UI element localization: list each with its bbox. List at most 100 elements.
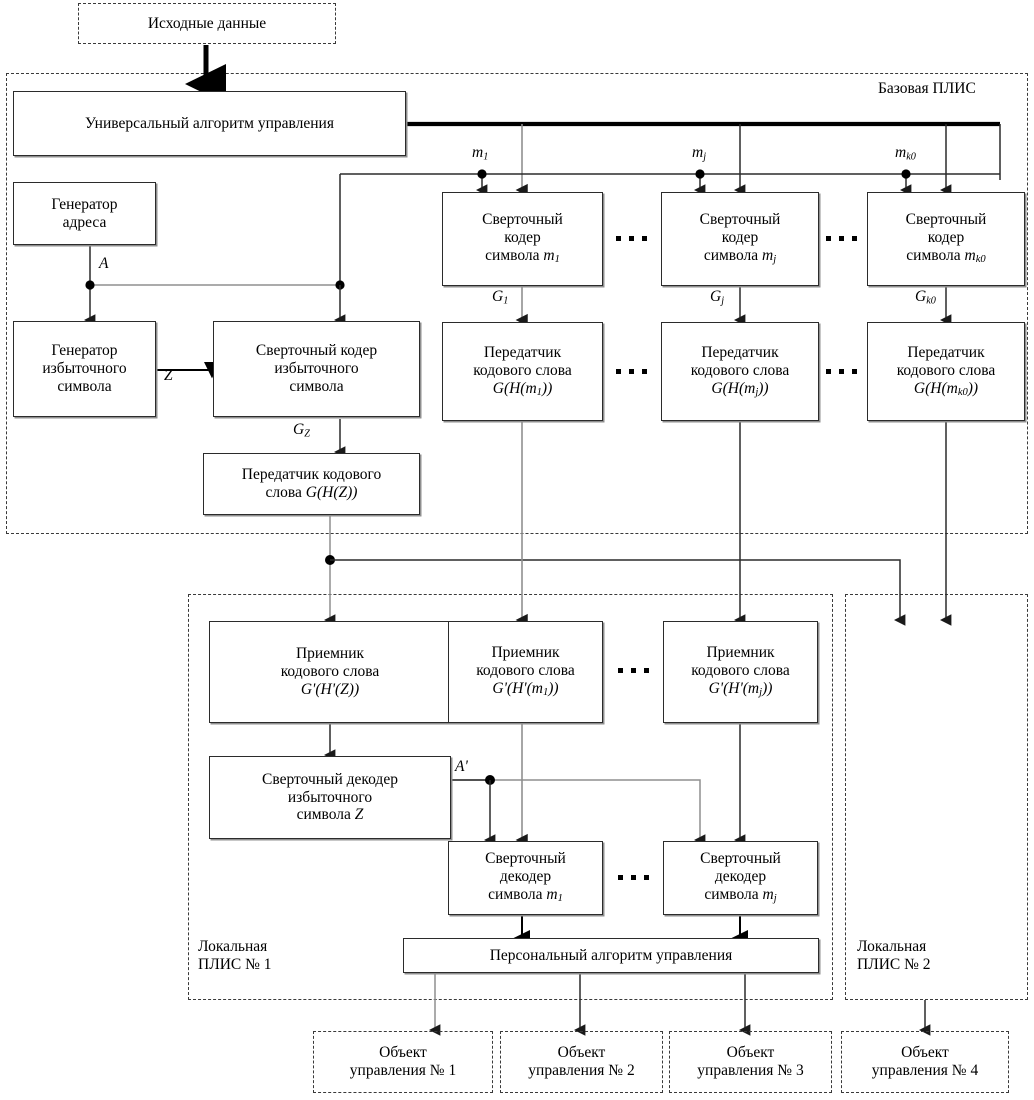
conv-decoder-1-line2: декодер [499, 868, 552, 886]
ellipsis-transmitters-left [616, 369, 647, 374]
transmitter-z-line2: слова G(H(Z)) [265, 484, 358, 501]
receiver-mj-line1: Приемник [706, 644, 775, 662]
conv-encoder-1-line2: кодер [504, 229, 541, 247]
transmitter-m1-formula: G(H(m1)) [492, 379, 553, 398]
signal-label-Z: Z [164, 367, 173, 384]
node-source-data[interactable]: Исходные данные [78, 3, 336, 44]
signal-label-Gk0: Gk0 [915, 288, 936, 307]
conv-encoder-1-line1: Сверточный [482, 211, 563, 229]
conv-encoder-k0-line2: кодер [927, 229, 965, 247]
redundant-encoder-line2: избыточного [274, 360, 359, 378]
ellipsis-receivers [618, 668, 649, 673]
node-redundant-symbol-generator[interactable]: Генератор избыточного символа [13, 321, 156, 417]
transmitter-mk0-formula: G(H(mk0)) [913, 379, 979, 398]
region-base-fpga [6, 73, 1028, 534]
node-universal-algorithm[interactable]: Универсальный алгоритм управления [13, 91, 406, 156]
redundant-generator-line1: Генератор [51, 342, 118, 360]
ellipsis-encoders-right [826, 236, 857, 241]
redundant-encoder-line1: Сверточный кодер [255, 342, 378, 360]
signal-label-G1: G1 [492, 288, 509, 307]
redundant-generator-line2: избыточного [42, 360, 127, 378]
ellipsis-encoders-left [616, 236, 647, 241]
redundant-decoder-line1: Сверточный декодер [262, 770, 398, 788]
node-control-object-3[interactable]: Объект управления № 3 [669, 1031, 832, 1093]
node-conv-decoder-j[interactable]: Сверточный декодер символа mj [663, 841, 818, 915]
node-transmitter-m1[interactable]: Передатчик кодового слова G(H(m1)) [442, 322, 603, 421]
region-base-fpga-label: Базовая ПЛИС [878, 80, 976, 97]
transmitter-mj-formula: G(H(mj)) [711, 379, 769, 398]
transmitter-mk0-line2: кодового слова [896, 361, 996, 379]
node-receiver-m1[interactable]: Приемник кодового слова G'(H'(m1)) [448, 621, 603, 723]
personal-algorithm-label: Персональный алгоритм управления [489, 946, 733, 964]
control-object-1-line2: управления № 1 [349, 1062, 457, 1079]
conv-decoder-1-line1: Сверточный [485, 850, 566, 868]
transmitter-mj-line1: Передатчик [701, 343, 779, 361]
node-control-object-2[interactable]: Объект управления № 2 [500, 1031, 663, 1093]
redundant-generator-line3: символа [57, 377, 112, 395]
transmitter-z-line1: Передатчик кодового [241, 466, 382, 484]
receiver-m1-line1: Приемник [491, 644, 560, 662]
redundant-encoder-line3: символа [289, 377, 344, 395]
redundant-decoder-line3: символа Z [296, 806, 364, 824]
conv-encoder-k0-line3: символа mk0 [906, 247, 986, 266]
address-generator-line1: Генератор [51, 195, 118, 213]
conv-decoder-j-line1: Сверточный [700, 850, 781, 868]
node-control-object-4[interactable]: Объект управления № 4 [841, 1031, 1009, 1093]
conv-encoder-j-line3: символа mj [703, 247, 777, 266]
receiver-z-line2: кодового слова [280, 663, 380, 681]
node-address-generator[interactable]: Генератор адреса [13, 182, 156, 245]
node-redundant-conv-decoder[interactable]: Сверточный декодер избыточного символа Z [209, 756, 451, 839]
ellipsis-decoders [618, 875, 649, 880]
control-object-4-line1: Объект [901, 1044, 949, 1062]
control-object-2-line1: Объект [557, 1044, 606, 1062]
control-object-1-line1: Объект [379, 1044, 427, 1062]
conv-encoder-j-line1: Сверточный [699, 211, 781, 229]
node-transmitter-z[interactable]: Передатчик кодового слова G(H(Z)) [203, 453, 420, 515]
ellipsis-transmitters-right [826, 369, 857, 374]
node-transmitter-mj[interactable]: Передатчик кодового слова G(H(mj)) [661, 322, 819, 421]
node-conv-encoder-k0[interactable]: Сверточный кодер символа mk0 [867, 192, 1025, 286]
node-conv-encoder-1[interactable]: Сверточный кодер символа m1 [442, 192, 603, 286]
conv-decoder-j-line3: символа mj [704, 886, 777, 905]
node-receiver-mj[interactable]: Приемник кодового слова G'(H'(mj)) [663, 621, 818, 723]
node-control-object-1[interactable]: Объект управления № 1 [313, 1031, 493, 1093]
transmitter-mk0-line1: Передатчик [907, 343, 985, 361]
control-object-3-line1: Объект [726, 1044, 775, 1062]
signal-label-Gj: Gj [710, 288, 725, 307]
receiver-mj-line2: кодового слова [691, 662, 790, 680]
node-receiver-z[interactable]: Приемник кодового слова G'(H'(Z)) [209, 621, 451, 723]
control-object-3-line2: управления № 3 [697, 1062, 804, 1079]
address-generator-line2: адреса [62, 213, 107, 231]
receiver-mj-formula: G'(H'(mj)) [708, 680, 773, 699]
receiver-z-line1: Приемник [295, 645, 365, 663]
node-conv-decoder-1[interactable]: Сверточный декодер символа m1 [448, 841, 603, 915]
conv-decoder-j-line2: декодер [714, 868, 767, 886]
receiver-z-formula: G'(H'(Z)) [300, 680, 360, 698]
signal-label-A-prime: A' [455, 758, 468, 775]
region-local-fpga-1-label: Локальная ПЛИС № 1 [198, 938, 272, 974]
conv-encoder-k0-line1: Сверточный [905, 211, 987, 229]
conv-encoder-j-line2: кодер [721, 229, 759, 247]
signal-label-m1: m1 [472, 144, 489, 163]
signal-label-Gz: GZ [293, 421, 310, 440]
region-local-fpga-2 [845, 594, 1028, 1000]
universal-algorithm-label: Универсальный алгоритм управления [85, 114, 334, 132]
transmitter-mj-line2: кодового слова [690, 361, 790, 379]
signal-label-A: A [99, 255, 109, 272]
receiver-m1-formula: G'(H'(m1)) [492, 680, 559, 699]
node-conv-encoder-j[interactable]: Сверточный кодер символа mj [661, 192, 819, 286]
region-local-fpga-2-label: Локальная ПЛИС № 2 [857, 938, 931, 974]
transmitter-m1-line1: Передатчик [483, 343, 562, 361]
conv-encoder-1-line3: символа m1 [485, 247, 560, 266]
receiver-m1-line2: кодового слова [476, 662, 575, 680]
signal-label-mk0: mk0 [895, 144, 916, 163]
source-data-label: Исходные данные [147, 14, 267, 32]
redundant-decoder-line2: избыточного [287, 788, 373, 806]
control-object-2-line2: управления № 2 [528, 1062, 635, 1079]
node-redundant-conv-encoder[interactable]: Сверточный кодер избыточного символа [213, 321, 420, 417]
conv-decoder-1-line3: символа m1 [488, 886, 563, 905]
signal-label-mj: mj [692, 144, 707, 163]
node-personal-algorithm[interactable]: Персональный алгоритм управления [403, 938, 819, 973]
node-transmitter-mk0[interactable]: Передатчик кодового слова G(H(mk0)) [867, 322, 1025, 421]
